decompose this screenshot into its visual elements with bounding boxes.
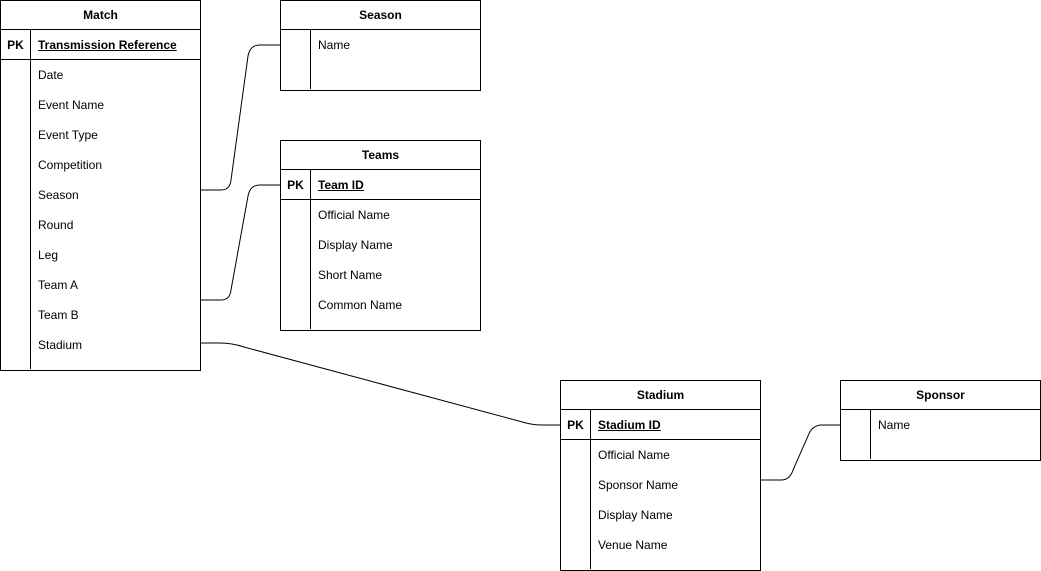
entity-match[interactable]: Match PK Transmission Reference Date Eve… bbox=[0, 0, 201, 371]
entity-sponsor[interactable]: Sponsor Name bbox=[840, 380, 1041, 461]
attribute-stadium: Stadium bbox=[38, 338, 83, 352]
attribute-sponsor-name: Sponsor Name bbox=[598, 478, 679, 492]
entity-title: Teams bbox=[281, 141, 480, 170]
pk-label: PK bbox=[1, 30, 31, 59]
attribute-list: Name bbox=[841, 410, 1040, 459]
attribute-short-name: Short Name bbox=[318, 268, 383, 282]
attribute-list: Name bbox=[281, 30, 480, 89]
connector-stadium-sponsor bbox=[760, 424, 841, 481]
entity-title: Stadium bbox=[561, 381, 760, 410]
pk-label: PK bbox=[281, 170, 311, 199]
entity-title: Sponsor bbox=[841, 381, 1040, 410]
connector-match-season bbox=[200, 44, 281, 191]
attribute-venue-name: Venue Name bbox=[598, 538, 668, 552]
entity-season[interactable]: Season Name bbox=[280, 0, 481, 91]
attribute-round: Round bbox=[38, 218, 74, 232]
attribute-official-name: Official Name bbox=[318, 208, 390, 222]
entity-stadium[interactable]: Stadium PK Stadium ID Official Name Spon… bbox=[560, 380, 761, 571]
pk-row: PK Team ID bbox=[281, 170, 480, 200]
entity-title: Match bbox=[1, 1, 200, 30]
entity-teams[interactable]: Teams PK Team ID Official Name Display N… bbox=[280, 140, 481, 331]
pk-field: Transmission Reference bbox=[38, 37, 177, 52]
attribute-team-a: Team A bbox=[38, 278, 79, 292]
key-gutter bbox=[841, 410, 871, 459]
key-gutter bbox=[561, 440, 591, 569]
attribute-name: Name bbox=[318, 38, 351, 52]
key-gutter bbox=[1, 60, 31, 369]
attribute-competition: Competition bbox=[38, 158, 103, 172]
pk-row: PK Stadium ID bbox=[561, 410, 760, 440]
attribute-leg: Leg bbox=[38, 248, 59, 262]
attribute-list: Official Name Display Name Short Name Co… bbox=[281, 200, 480, 329]
attribute-event-type: Event Type bbox=[38, 128, 98, 142]
attribute-official-name: Official Name bbox=[598, 448, 670, 462]
attribute-display-name: Display Name bbox=[318, 238, 393, 252]
attribute-season: Season bbox=[38, 188, 79, 202]
pk-field: Stadium ID bbox=[598, 417, 661, 432]
pk-label: PK bbox=[561, 410, 591, 439]
attribute-name: Name bbox=[878, 418, 911, 432]
attribute-event-name: Event Name bbox=[38, 98, 105, 112]
attribute-list: Official Name Sponsor Name Display Name … bbox=[561, 440, 760, 569]
attribute-team-b: Team B bbox=[38, 308, 79, 322]
pk-field: Team ID bbox=[318, 177, 364, 192]
key-gutter bbox=[281, 30, 311, 89]
key-gutter bbox=[281, 200, 311, 329]
attribute-common-name: Common Name bbox=[318, 298, 403, 312]
connector-match-teams bbox=[200, 184, 281, 301]
entity-title: Season bbox=[281, 1, 480, 30]
attribute-list: Date Event Name Event Type Competition S… bbox=[1, 60, 200, 369]
attribute-display-name: Display Name bbox=[598, 508, 673, 522]
connector-match-stadium bbox=[200, 342, 561, 426]
attribute-date: Date bbox=[38, 68, 64, 82]
pk-row: PK Transmission Reference bbox=[1, 30, 200, 60]
